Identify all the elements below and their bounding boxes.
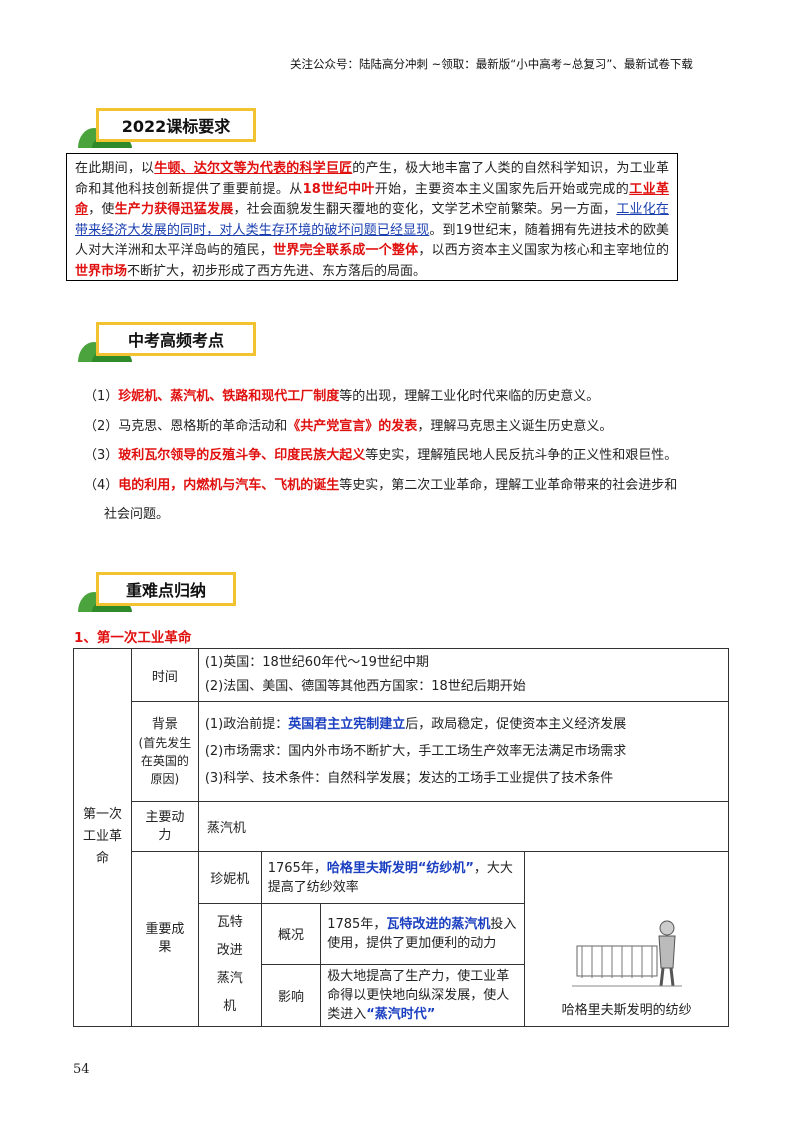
list-item: （1）珍妮机、蒸汽机、铁路和现代工厂制度等的出现，理解工业化时代来临的历史意义。 — [84, 389, 600, 404]
list-item: （4）电的利用，内燃机与汽车、飞机的诞生等史实，第二次工业革命，理解工业革命带来… — [84, 477, 678, 493]
list-item: （3）玻利瓦尔领导的反殖斗争、印度民族大起义等史实，理解殖民地人民反抗斗争的正义… — [84, 448, 678, 463]
power-value: 蒸汽机 — [197, 801, 730, 852]
badge-curriculum: 2022课标要求 — [76, 108, 276, 148]
time-item: (2)法国、美国、德国等其他西方国家：18世纪后期开始 — [204, 679, 526, 694]
spinning-jenny-image — [571, 920, 682, 986]
overview-desc: 1785年，瓦特改进的蒸汽机投入使用，提供了更加便利的动力 — [320, 904, 525, 965]
list-item-continuation: 社会问题。 — [104, 507, 170, 522]
page-number: 54 — [73, 1062, 90, 1077]
badge-key-points: 重难点归纳 — [76, 572, 276, 612]
page-header: 关注公众号：陆陆高分冲刺 ~领取：最新版“小中高考~总复习”、最新试卷下载 — [290, 57, 693, 71]
impact-label: 影响 — [261, 963, 322, 1026]
curriculum-box: 在此期间，以牛顿、达尔文等为代表的科学巨匠的产生，极大地丰富了人类的自然科学知识… — [66, 153, 678, 281]
row-head: 第一次工业革命 — [73, 648, 132, 1027]
background-label: 背景 — [151, 716, 178, 732]
badge-label: 重难点归纳 — [96, 572, 236, 606]
jenny-desc: 1765年，哈格里夫斯发明“纺纱机”，大大提高了纺纱效率 — [260, 851, 526, 904]
impact-desc: 极大地提高了生产力，使工业革命得以更快地向纵深发展，使人类进入“蒸汽时代” — [320, 963, 525, 1026]
background-sublabel: (首先发生在英国的原因) — [138, 735, 192, 786]
background-cell: 背景 (首先发生在英国的原因) — [130, 701, 199, 802]
overview-label: 概况 — [261, 904, 322, 965]
exam-points-list: （1）珍妮机、蒸汽机、铁路和现代工厂制度等的出现，理解工业化时代来临的历史意义。… — [84, 382, 734, 530]
image-cell: 哈格里夫斯发明的纺纱 — [524, 851, 729, 1027]
badge-label: 中考高频考点 — [96, 322, 256, 356]
background-item: (2)市场需求：国内外市场不断扩大，手工工场生产效率无法满足市场需求 — [204, 744, 627, 759]
background-item: (3)科学、技术条件：自然科学发展；发达的工场手工业提供了技术条件 — [204, 771, 614, 786]
list-item: （2）马克思、恩格斯的革命活动和《共产党宣言》的发表，理解马克思主义诞生历史意义… — [84, 418, 613, 434]
watt-subtable: 概况 1785年，瓦特改进的蒸汽机投入使用，提供了更加便利的动力 影响 极大地提… — [261, 904, 525, 1026]
image-caption: 哈格里夫斯发明的纺纱 — [561, 1002, 692, 1018]
jenny-label: 珍妮机 — [197, 851, 262, 904]
power-label: 主要动力 — [130, 801, 199, 852]
time-item: (1)英国：18世纪60年代～19世纪中期 — [204, 655, 429, 670]
badge-exam-points: 中考高频考点 — [76, 322, 276, 362]
time-label: 时间 — [130, 648, 199, 702]
watt-label: 瓦特改进蒸汽机 — [197, 903, 262, 1027]
achievement-label: 重要成果 — [130, 851, 199, 1027]
badge-label: 2022课标要求 — [96, 108, 256, 142]
industrial-revolution-table: 第一次工业革命 时间 (1)英国：18世纪60年代～19世纪中期 (2)法国、美… — [73, 648, 730, 1027]
section-title: 1、第一次工业革命 — [74, 630, 192, 646]
background-item: (1)政治前提：英国君主立宪制建立后，政局稳定，促使资本主义经济发展 — [204, 717, 627, 732]
